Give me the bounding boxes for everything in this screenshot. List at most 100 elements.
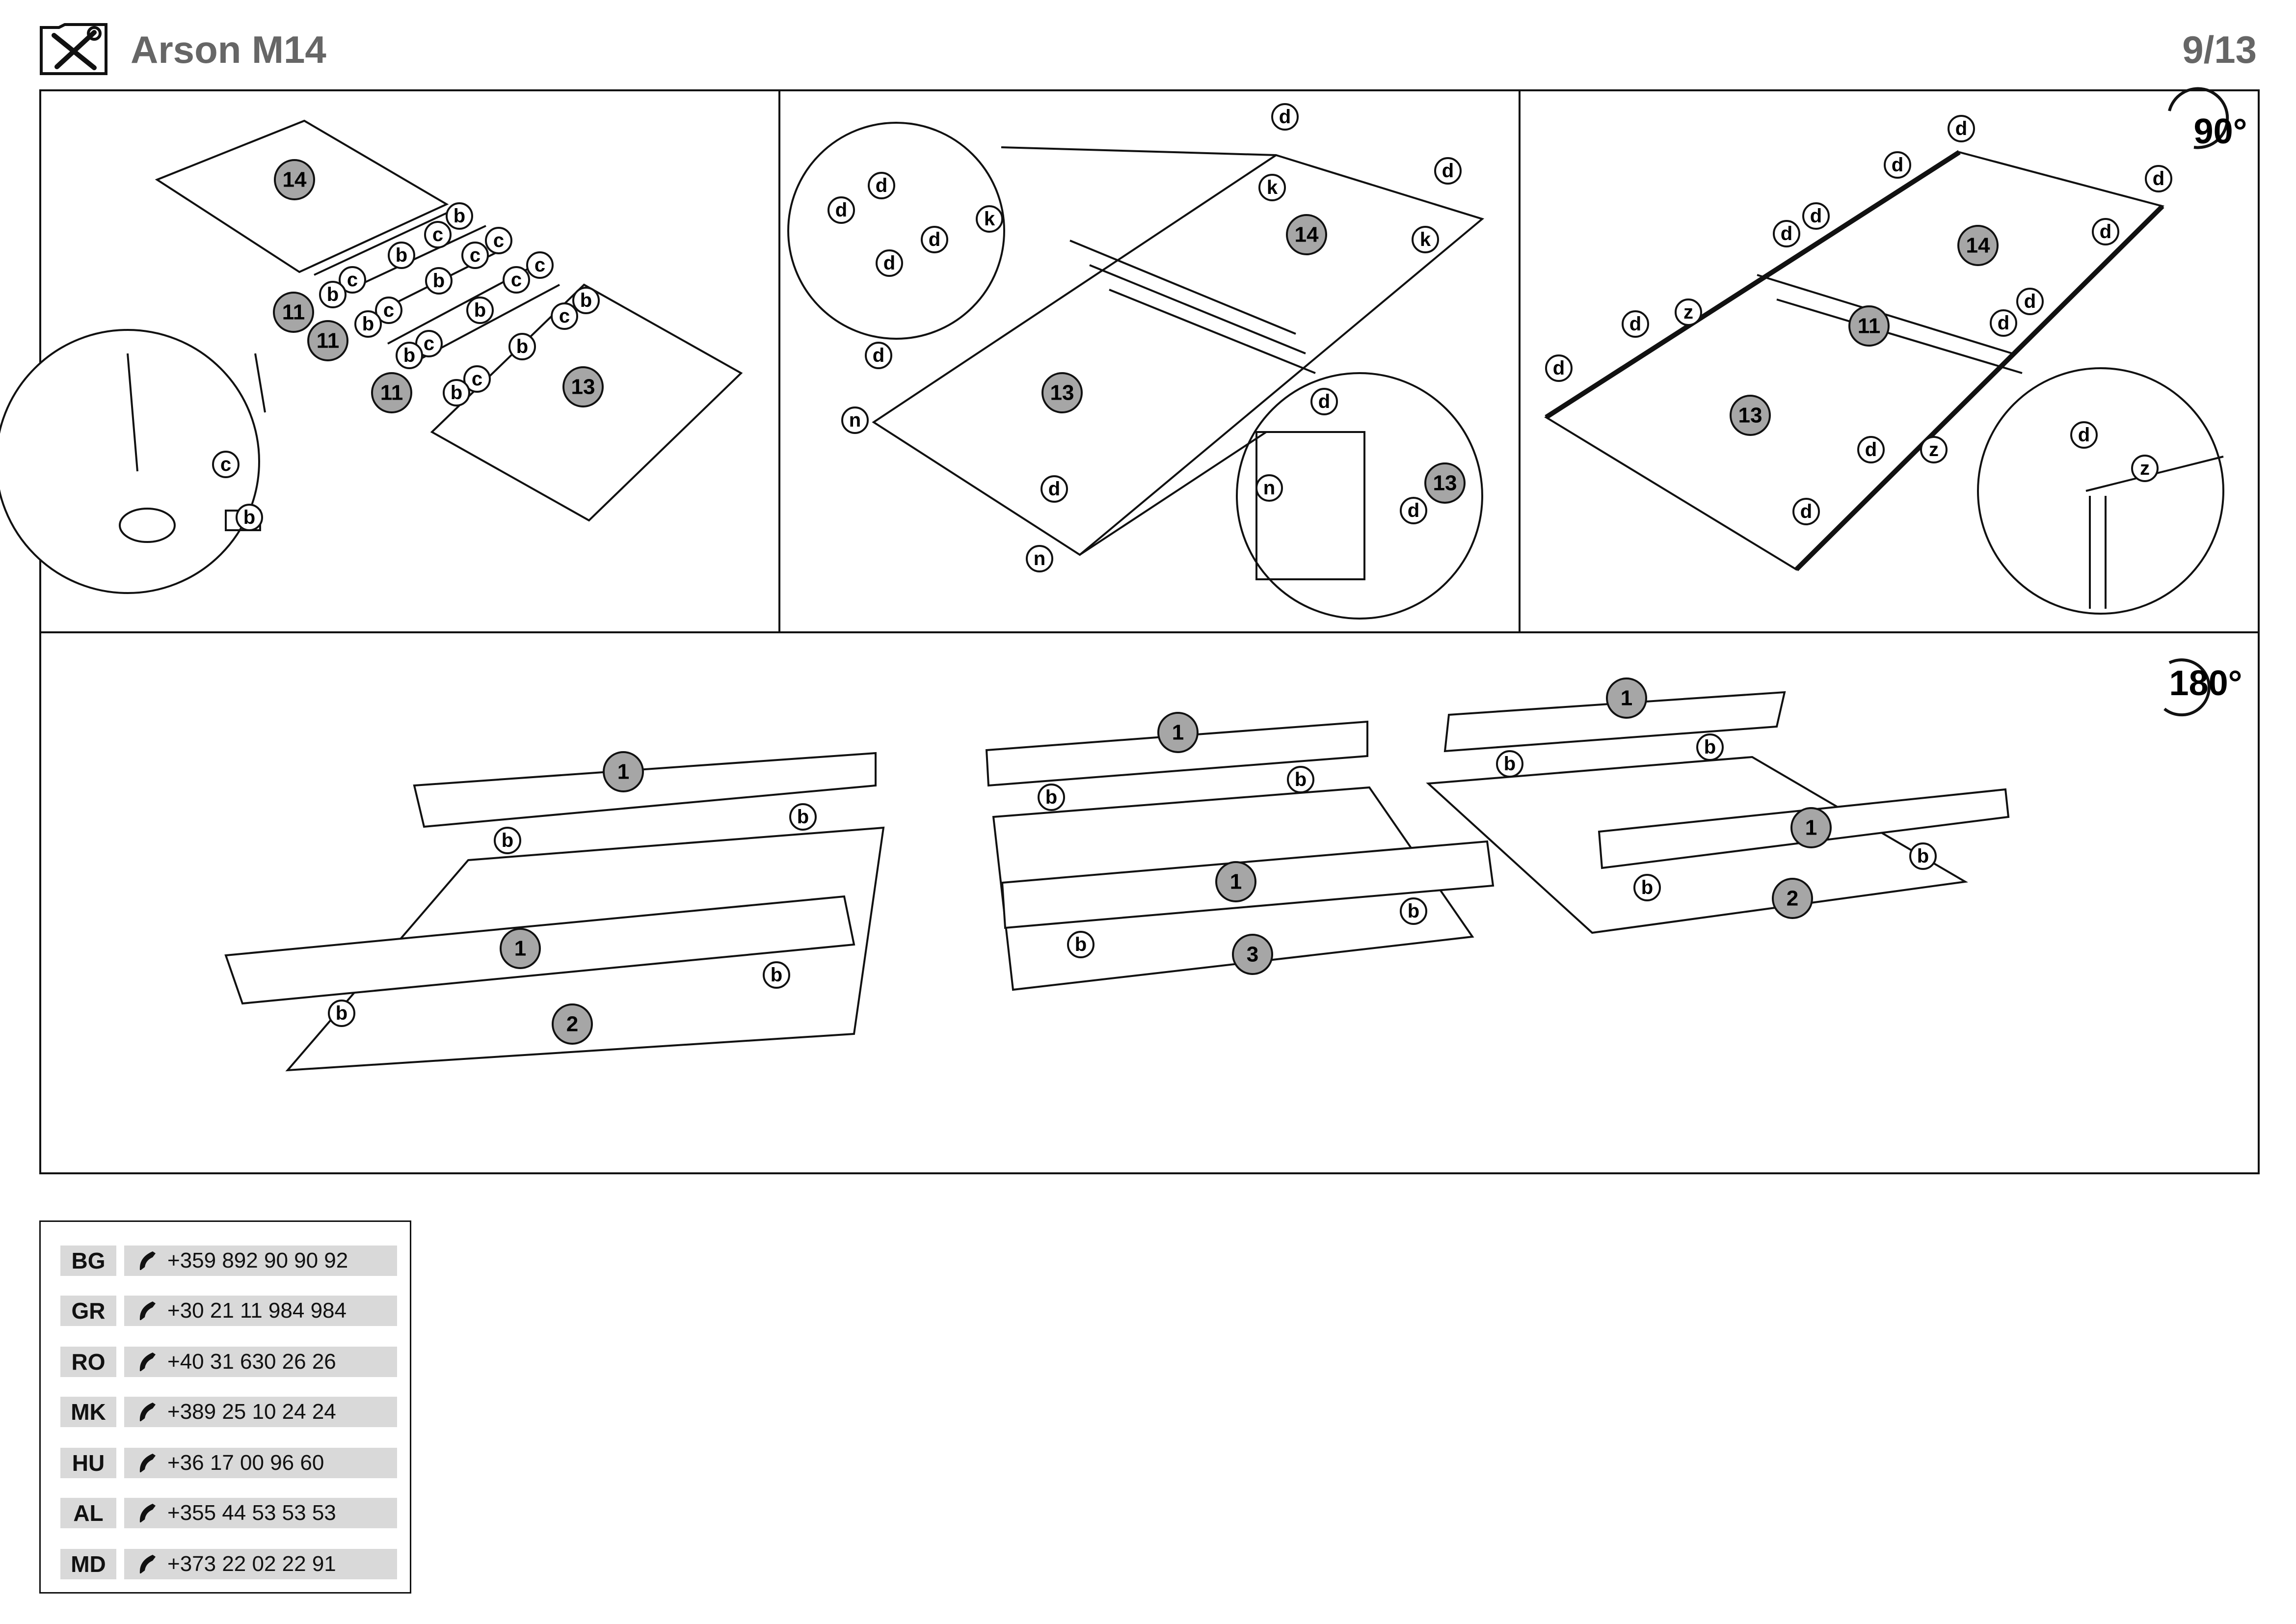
phone-icon [139, 1403, 156, 1421]
fitting-label-d: d [835, 199, 847, 221]
contact-box: BG +359 892 90 90 92 GR +30 21 11 984 98… [39, 1220, 411, 1594]
fitting-label-z: z [2140, 458, 2150, 479]
part-badge-11 [371, 372, 412, 413]
fitting-label-c: c [511, 269, 522, 291]
fitting-label-c: c [534, 254, 545, 276]
country-code: AL [60, 1498, 116, 1528]
fitting-label-n: n [849, 409, 861, 431]
contact-row: RO +40 31 630 26 26 [60, 1347, 397, 1377]
phone-number-cell: +36 17 00 96 60 [124, 1448, 397, 1478]
fitting-label-b: b [403, 345, 415, 366]
part-label-3: 3 [1247, 943, 1258, 967]
part-label-1: 1 [514, 937, 526, 961]
fitting-label-z: z [1929, 439, 1939, 460]
part-label-11: 11 [317, 329, 340, 353]
part-badge-1 [1606, 677, 1647, 719]
phone-number: +373 22 02 22 91 [167, 1552, 336, 1576]
fitting-label-d: d [1408, 500, 1419, 521]
contact-row: AL +355 44 53 53 53 [60, 1498, 397, 1528]
phone-number-cell: +355 44 53 53 53 [124, 1498, 397, 1528]
fitting-label-b: b [1641, 877, 1653, 898]
fitting-label-b: b [502, 830, 513, 851]
contact-row: HU +36 17 00 96 60 [60, 1448, 397, 1478]
fitting-label-n: n [1034, 548, 1045, 569]
contact-row: GR +30 21 11 984 984 [60, 1296, 397, 1326]
fitting-label-n: n [1263, 477, 1275, 499]
phone-number-cell: +30 21 11 984 984 [124, 1296, 397, 1326]
phone-number: +389 25 10 24 24 [167, 1400, 336, 1424]
fitting-label-d: d [1865, 439, 1877, 460]
tools-icon [40, 23, 107, 75]
phone-number-cell: +359 892 90 90 92 [124, 1245, 397, 1276]
fitting-label-c: c [383, 299, 394, 321]
fitting-label-k: k [1420, 229, 1431, 250]
fitting-label-d: d [1810, 205, 1822, 227]
fitting-label-d: d [1279, 106, 1291, 128]
fitting-label-d: d [1048, 478, 1060, 500]
phone-number: +36 17 00 96 60 [167, 1451, 324, 1475]
part-label-1: 1 [1230, 870, 1242, 894]
part-label-1: 1 [1172, 721, 1184, 745]
fitting-label-d: d [1955, 118, 1967, 139]
fitting-label-b: b [1045, 786, 1057, 808]
part-badge-11 [1848, 305, 1890, 347]
fitting-label-b: b [243, 507, 255, 528]
fitting-label-d: d [2153, 168, 2164, 189]
fitting-label-d: d [1892, 154, 1903, 176]
part-label-13: 13 [571, 375, 595, 399]
part-badge-13 [1424, 462, 1466, 504]
fitting-label-d: d [929, 229, 940, 250]
country-code: MK [60, 1397, 116, 1427]
rotate-180-label: 180° [2169, 664, 2243, 703]
part-badge-1 [500, 928, 541, 969]
fitting-label-b: b [1504, 753, 1516, 775]
fitting-label-d: d [1553, 357, 1565, 379]
rotate-90-label: 90° [2194, 112, 2247, 151]
fitting-label-c: c [559, 305, 570, 327]
part-badge-2 [552, 1003, 593, 1045]
part-label-1: 1 [1805, 816, 1817, 840]
fitting-label-b: b [580, 290, 592, 311]
part-label-13: 13 [1738, 404, 1762, 428]
part-badge-14 [1286, 214, 1327, 255]
fitting-label-d: d [1800, 501, 1812, 522]
part-badge-1 [1157, 712, 1199, 753]
fitting-label-b: b [797, 806, 809, 828]
part-badge-1 [1215, 861, 1256, 902]
fitting-label-b: b [771, 964, 782, 986]
fitting-label-b: b [1917, 845, 1929, 867]
fitting-label-d: d [1781, 223, 1792, 244]
fitting-label-z: z [1683, 301, 1693, 323]
country-code: GR [60, 1296, 116, 1326]
fitting-label-k: k [1267, 177, 1278, 198]
fitting-label-c: c [493, 230, 504, 251]
part-badge-13 [1730, 395, 1771, 436]
fitting-label-b: b [1408, 900, 1419, 922]
fitting-label-c: c [470, 244, 481, 266]
part-label-13: 13 [1050, 381, 1074, 405]
fitting-label-b: b [474, 299, 486, 321]
fitting-label-c: c [347, 269, 358, 291]
phone-icon [139, 1504, 156, 1522]
phone-number: +355 44 53 53 53 [167, 1501, 336, 1525]
fitting-label-d: d [2078, 424, 2090, 446]
page-title: Arson M14 [131, 28, 326, 71]
fitting-label-c: c [432, 224, 443, 245]
part-badge-14 [274, 159, 315, 200]
contact-row: BG +359 892 90 90 92 [60, 1245, 397, 1276]
fitting-label-d: d [1998, 312, 2009, 334]
phone-icon [139, 1301, 156, 1320]
phone-icon [139, 1555, 156, 1573]
part-label-1: 1 [617, 760, 629, 784]
part-badge-3 [1232, 934, 1273, 975]
fitting-label-k: k [984, 208, 995, 230]
fitting-label-b: b [362, 313, 374, 335]
step-1-panel [0, 119, 743, 594]
fitting-label-c: c [424, 333, 434, 354]
step-2-panel [787, 122, 1485, 620]
fitting-label-d: d [2100, 221, 2111, 243]
fitting-label-d: d [876, 175, 887, 196]
part-label-11: 11 [1858, 314, 1881, 338]
part-badge-1 [1790, 807, 1832, 848]
phone-number-cell: +373 22 02 22 91 [124, 1549, 397, 1579]
